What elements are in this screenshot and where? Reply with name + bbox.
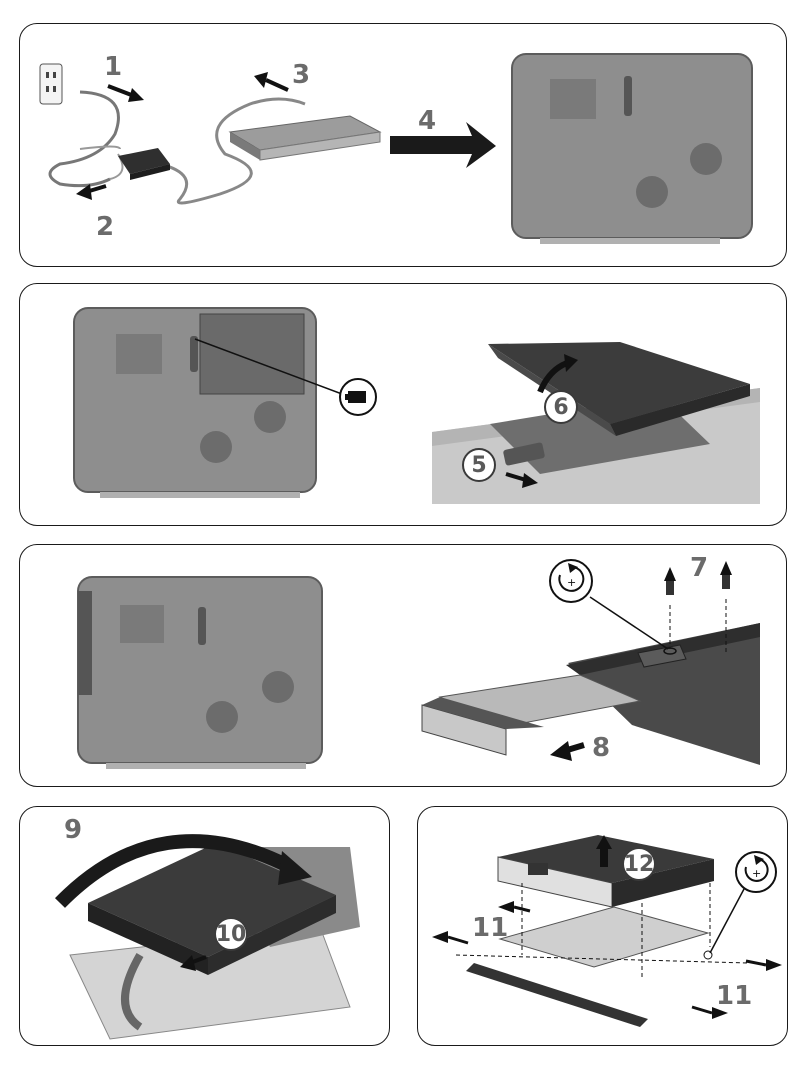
step-label-3: 3: [292, 62, 310, 88]
step-label-11b: 11: [716, 983, 752, 1009]
optical-drive-removal-illustration: [422, 623, 760, 765]
step-label-8: 8: [592, 735, 610, 761]
laptop-bottom-view-icon: [78, 577, 322, 769]
battery-icon: [340, 379, 376, 415]
power-adapter-icon: [118, 148, 170, 180]
step-label-4: 4: [418, 108, 436, 134]
arrow-1-icon: [108, 86, 144, 102]
panel-remove-optical-drive: + 7 8: [19, 544, 787, 787]
panel-3-illustration: +: [20, 545, 787, 787]
step-label-1: 1: [104, 54, 122, 80]
panel-2-illustration: [20, 284, 787, 526]
screw-rotate-icon: +: [550, 560, 592, 602]
panel-remove-battery: 5 6: [19, 283, 787, 526]
laptop-closed-icon: [230, 116, 380, 160]
panel-remove-bezel: + 11 11 12: [417, 806, 788, 1046]
svg-text:+: +: [567, 576, 576, 589]
screw-rotate-icon: +: [736, 852, 776, 892]
svg-text:+: +: [752, 867, 761, 880]
arrow-8-icon: [550, 741, 584, 761]
step-label-12: 12: [622, 847, 656, 881]
step-label-6: 6: [544, 390, 578, 424]
step-label-5: 5: [462, 448, 496, 482]
step-label-2: 2: [96, 214, 114, 240]
step-label-10: 10: [214, 917, 248, 951]
panel-disconnect-power: 1 2 3 4: [19, 23, 787, 267]
wall-outlet-icon: [40, 64, 62, 104]
step-label-9: 9: [64, 817, 82, 843]
arrow-4-icon: [390, 122, 496, 168]
laptop-bottom-view-icon: [512, 54, 752, 244]
laptop-bottom-view-icon: [74, 308, 316, 498]
panel-flip-drive: 9 10: [19, 806, 390, 1046]
panel-1-illustration: [20, 24, 787, 267]
arrow-3-icon: [254, 72, 288, 90]
step-label-11a: 11: [472, 915, 508, 941]
step-label-7: 7: [690, 555, 708, 581]
